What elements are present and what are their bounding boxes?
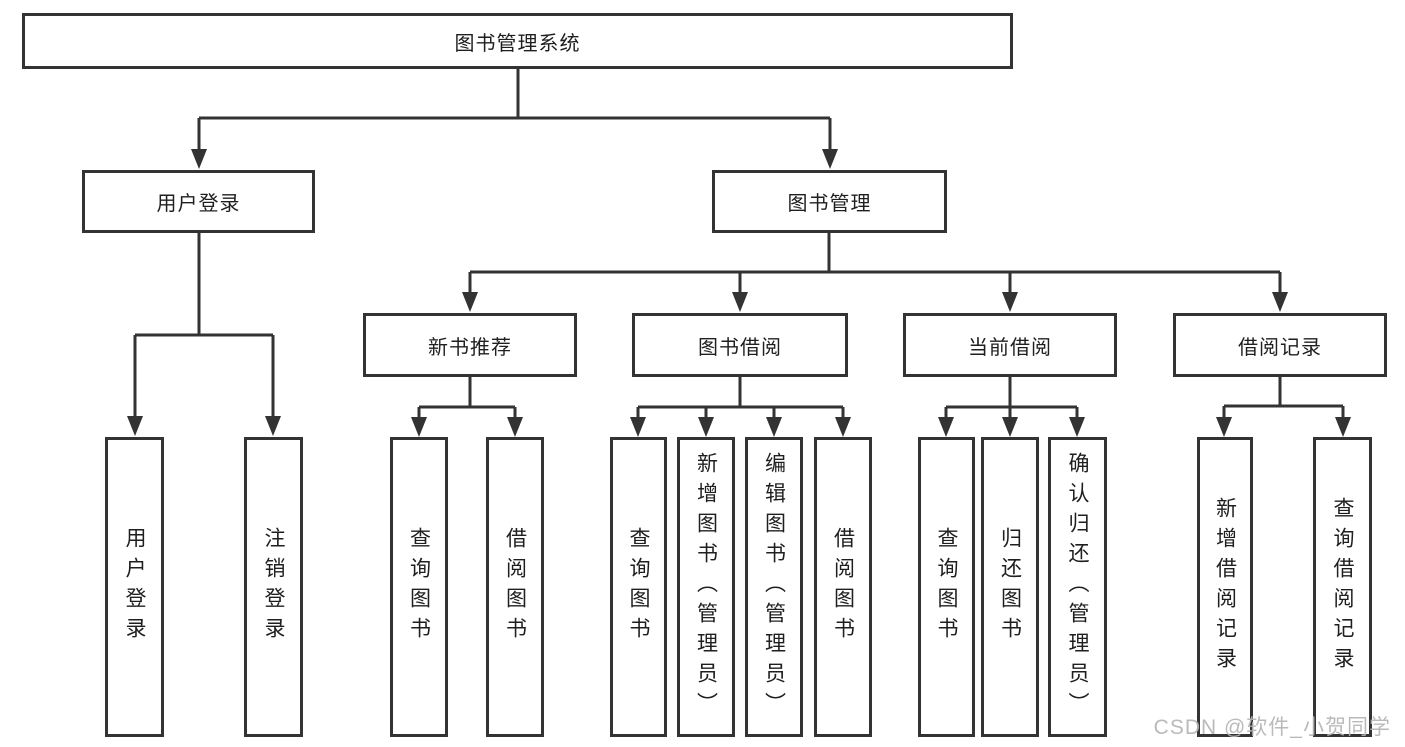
node-book-borrow: 图书借阅 <box>632 313 848 377</box>
node-new-book-recommend: 新书推荐 <box>363 313 577 377</box>
leaf-add-book-admin: 新增图书（管理员） <box>677 437 735 737</box>
leaf-return-book: 归还图书 <box>981 437 1039 737</box>
csdn-watermark: CSDN @软件_小贺同学 <box>1153 716 1391 739</box>
node-label: 图书管理系统 <box>454 32 581 55</box>
node-label: 确认归还（管理员） <box>1066 452 1089 722</box>
leaf-confirm-return-admin: 确认归还（管理员） <box>1048 437 1107 737</box>
node-label: 新增图书（管理员） <box>694 452 718 722</box>
node-label: 图书管理 <box>787 193 872 215</box>
leaf-borrow-books-recommend: 借阅图书 <box>486 437 544 737</box>
node-label: 归还图书 <box>998 527 1022 647</box>
node-label: 查询借阅记录 <box>1331 497 1354 677</box>
node-label: 借阅记录 <box>1238 336 1322 359</box>
node-label: 新增借阅记录 <box>1213 497 1237 677</box>
node-system-root: 图书管理系统 <box>22 13 1013 69</box>
node-label: 注销登录 <box>262 527 285 647</box>
leaf-query-books-borrow: 查询图书 <box>610 437 667 737</box>
node-user-login: 用户登录 <box>82 170 315 233</box>
node-label: 借阅图书 <box>503 527 527 647</box>
leaf-add-borrow-record: 新增借阅记录 <box>1197 437 1253 737</box>
node-label: 编辑图书（管理员） <box>762 452 786 722</box>
leaf-logout: 注销登录 <box>244 437 303 737</box>
leaf-query-borrow-record: 查询借阅记录 <box>1313 437 1372 737</box>
node-current-borrow: 当前借阅 <box>903 313 1117 377</box>
leaf-borrow-books: 借阅图书 <box>814 437 872 737</box>
leaf-user-login: 用户登录 <box>105 437 164 737</box>
node-label: 查询图书 <box>407 527 431 647</box>
leaf-query-books-current: 查询图书 <box>918 437 975 737</box>
node-label: 借阅图书 <box>831 527 855 647</box>
node-label: 新书推荐 <box>428 336 512 359</box>
leaf-edit-book-admin: 编辑图书（管理员） <box>745 437 803 737</box>
leaf-query-books-recommend: 查询图书 <box>390 437 448 737</box>
node-label: 查询图书 <box>627 527 650 647</box>
node-label: 用户登录 <box>123 527 146 647</box>
node-book-management: 图书管理 <box>712 170 947 233</box>
node-borrow-records: 借阅记录 <box>1173 313 1387 377</box>
node-label: 当前借阅 <box>968 336 1052 359</box>
node-label: 图书借阅 <box>698 336 782 359</box>
node-label: 查询图书 <box>935 527 958 647</box>
node-label: 用户登录 <box>156 193 241 215</box>
